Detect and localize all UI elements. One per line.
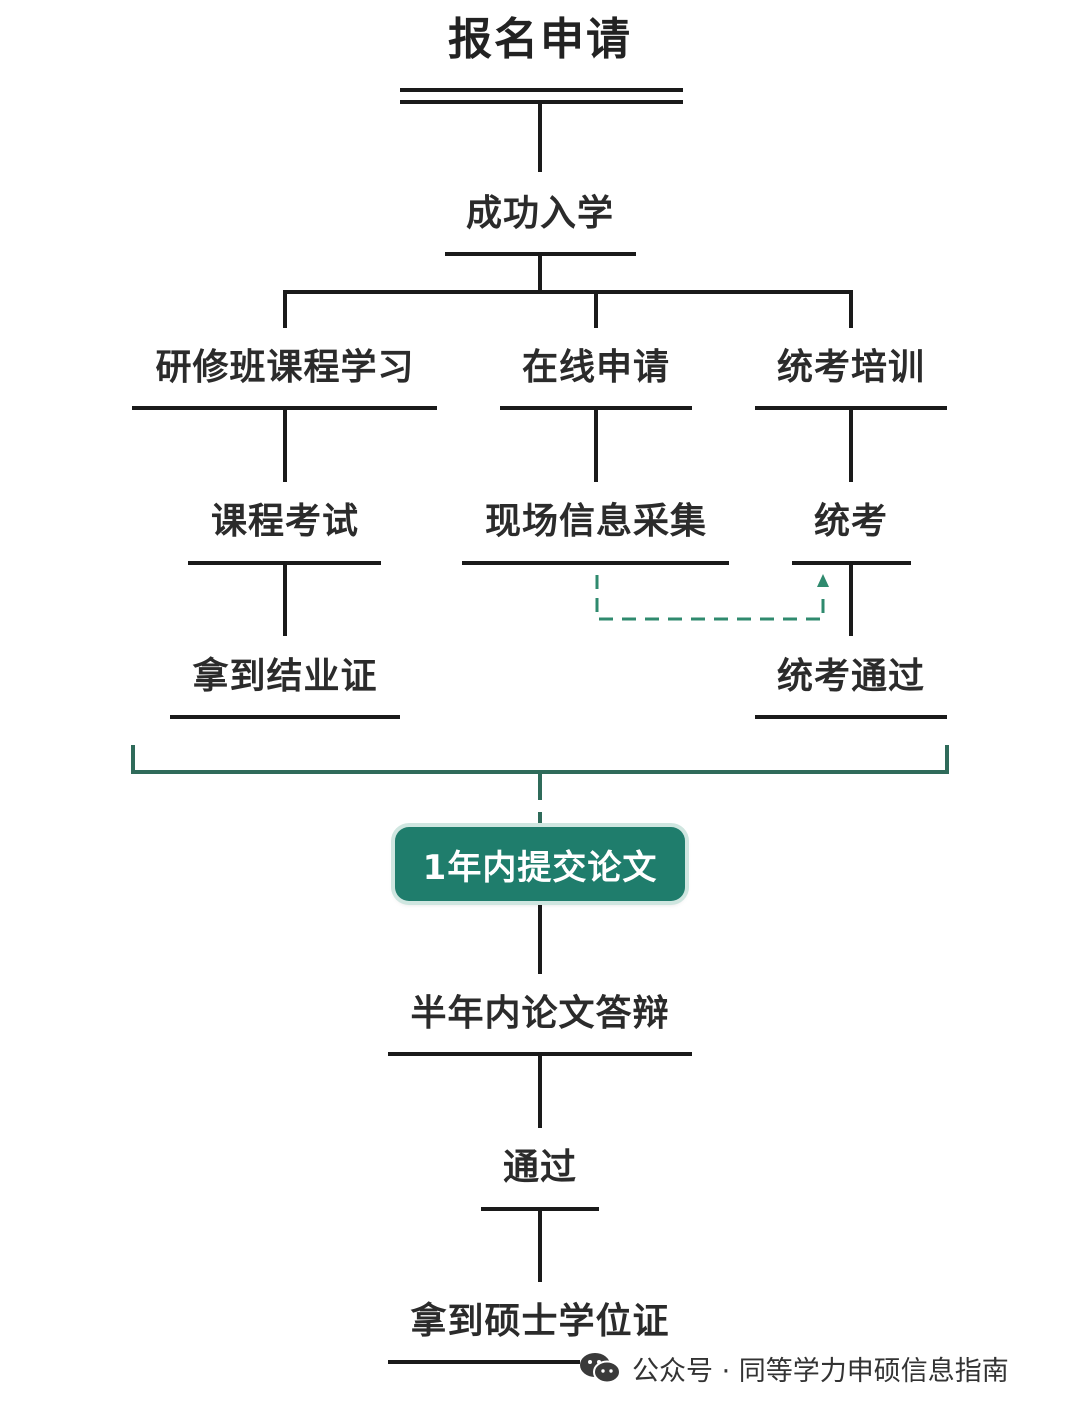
node-exam-training: 统考培训 — [776, 347, 926, 388]
node-degree-cert: 拿到硕士学位证 — [410, 1301, 670, 1342]
node-enroll: 成功入学 — [465, 193, 615, 234]
node-passed: 通过 — [502, 1147, 578, 1188]
node-info-collect: 现场信息采集 — [484, 501, 708, 542]
merge-bracket — [131, 745, 949, 826]
dashed-connector — [595, 575, 825, 621]
node-online-apply: 在线申请 — [521, 347, 671, 388]
node-course-exam: 课程考试 — [210, 501, 360, 542]
node-study-course: 研修班课程学习 — [155, 347, 415, 388]
watermark: 公众号 · 同等学力申硕信息指南 — [578, 1346, 1009, 1390]
page-title: 报名申请 — [448, 14, 632, 65]
node-exam-passed: 统考通过 — [776, 656, 926, 697]
node-defense: 半年内论文答辩 — [410, 993, 670, 1034]
node-completion-cert: 拿到结业证 — [192, 656, 378, 697]
node-submit-thesis: 1年内提交论文 — [395, 827, 685, 901]
node-submit-thesis-label: 1年内提交论文 — [422, 847, 658, 888]
node-unified-exam: 统考 — [813, 501, 889, 542]
wechat-icon — [580, 1353, 621, 1384]
dashed-arrowhead — [817, 574, 829, 587]
watermark-text: 公众号 · 同等学力申硕信息指南 — [632, 1355, 1009, 1387]
